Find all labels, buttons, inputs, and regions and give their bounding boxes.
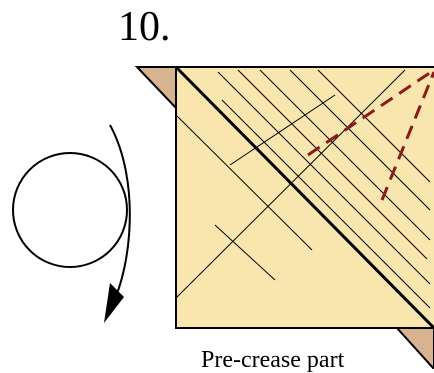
caption: Pre-crease part	[201, 347, 345, 373]
step-number: 10.	[118, 4, 171, 50]
valley-fold-lines	[307, 68, 434, 201]
top-left-flap	[134, 66, 177, 111]
bottom-right-flap	[394, 327, 434, 369]
diagonal-fold-line	[174, 65, 434, 330]
crease-lines	[175, 69, 431, 309]
rotate-arrow-icon	[12, 124, 131, 323]
